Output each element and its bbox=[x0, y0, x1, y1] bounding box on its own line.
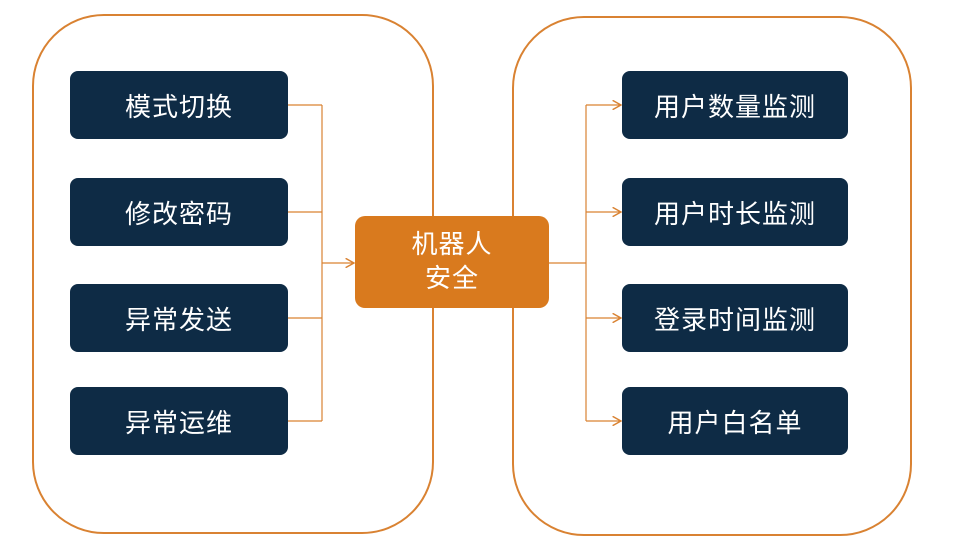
center-label-line2: 安全 bbox=[424, 264, 479, 294]
node-label: 用户数量监测 bbox=[653, 92, 816, 123]
node-user-count-monitor: 用户数量监测 bbox=[622, 71, 848, 139]
node-label: 模式切换 bbox=[124, 92, 233, 123]
node-mode-switch: 模式切换 bbox=[70, 71, 288, 139]
node-label: 用户时长监测 bbox=[653, 199, 816, 230]
center-node-robot-security: 机器人 安全 bbox=[355, 216, 549, 308]
node-label: 异常运维 bbox=[124, 408, 233, 439]
node-change-password: 修改密码 bbox=[70, 178, 288, 246]
node-login-time-monitor: 登录时间监测 bbox=[622, 284, 848, 352]
node-abnormal-send: 异常发送 bbox=[70, 284, 288, 352]
node-user-whitelist: 用户白名单 bbox=[622, 387, 848, 455]
center-label-line1: 机器人 bbox=[411, 230, 493, 260]
node-label: 登录时间监测 bbox=[653, 305, 816, 336]
node-abnormal-ops: 异常运维 bbox=[70, 387, 288, 455]
node-user-duration-monitor: 用户时长监测 bbox=[622, 178, 848, 246]
node-label: 异常发送 bbox=[124, 305, 233, 336]
node-label: 修改密码 bbox=[124, 199, 233, 230]
node-label: 用户白名单 bbox=[667, 408, 803, 439]
